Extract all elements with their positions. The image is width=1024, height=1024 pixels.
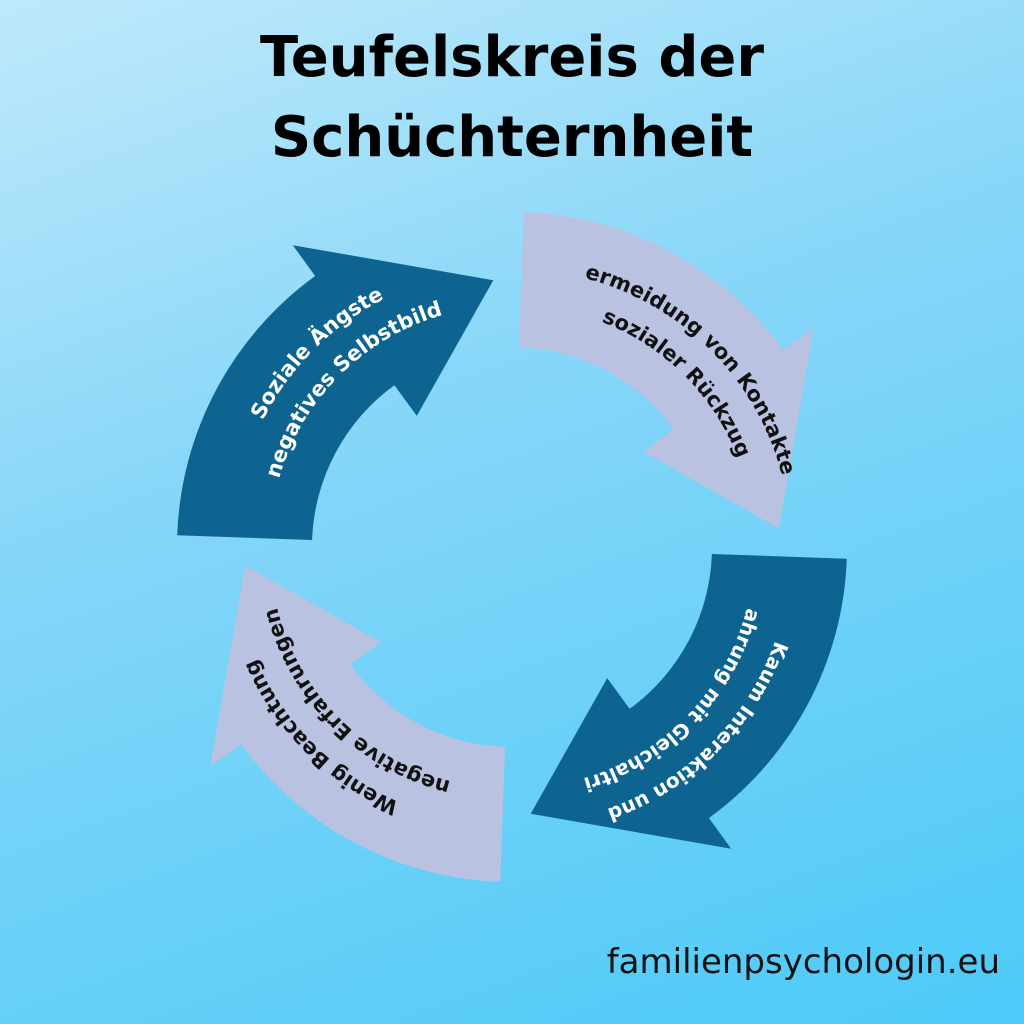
arrow-dark-1 — [177, 245, 494, 540]
cycle-step-4: Wenig Beachtung negative Erfahrungen — [210, 565, 505, 882]
diagram-title: Teufelskreis der Schüchternheit — [0, 18, 1024, 178]
title-line-2: Schüchternheit — [270, 105, 754, 170]
arrow-dark-2 — [530, 554, 847, 849]
arrow-light-1 — [519, 212, 814, 529]
arrow-light-2 — [210, 565, 505, 882]
website-url: familienpsychologin.eu — [606, 942, 1000, 982]
cycle-step-1: Soziale Ängste negatives Selbstbild — [177, 245, 494, 540]
title-line-1: Teufelskreis der — [259, 25, 765, 90]
cycle-step-2: Vermeidung von Kontakten sozialer Rückzu… — [0, 0, 814, 529]
